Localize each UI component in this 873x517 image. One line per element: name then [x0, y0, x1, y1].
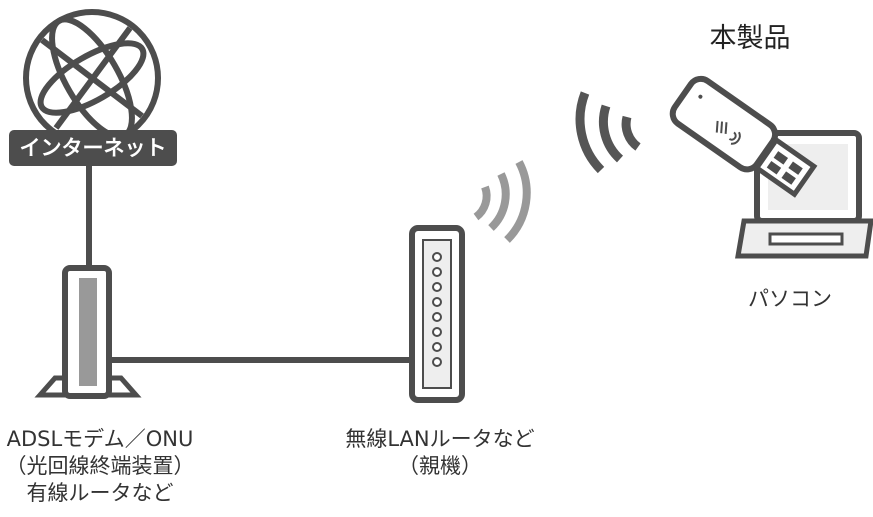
router-label: 無線LANルータなど （親機）: [320, 426, 560, 480]
router-label-line: （親機）: [398, 454, 482, 478]
modem-device: [34, 265, 142, 399]
modem-label-line: ADSLモデム／ONU: [6, 427, 194, 451]
globe-icon: [23, 9, 161, 147]
wireless-router: [409, 225, 465, 403]
adapter-wifi-signal-icon: [575, 91, 641, 174]
modem-label-line: （光回線終端装置）: [5, 454, 195, 478]
modem-label: ADSLモデム／ONU （光回線終端装置） 有線ルータなど: [0, 426, 220, 507]
product-label: 本製品: [709, 23, 791, 54]
adapter-logo-icon: [715, 120, 741, 145]
router-label-line: 無線LANルータなど: [345, 427, 535, 451]
pc-label: パソコン: [748, 287, 832, 311]
usb-wifi-adapter: [669, 75, 818, 198]
router-led-column: [432, 252, 442, 367]
internet-badge: インターネット: [9, 130, 177, 166]
router-wifi-signal-icon: [473, 160, 531, 243]
modem-label-line: 有線ルータなど: [26, 481, 174, 505]
